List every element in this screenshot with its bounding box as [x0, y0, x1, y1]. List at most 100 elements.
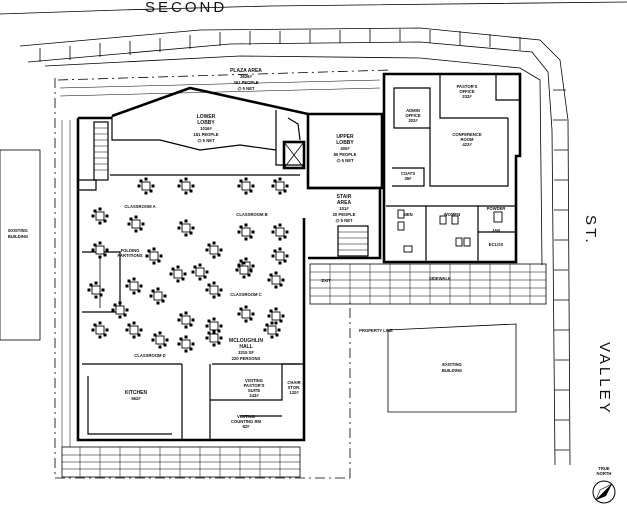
table-chair	[219, 288, 223, 292]
table-chair	[270, 335, 274, 339]
lower-lobby-roof	[111, 86, 309, 118]
table-chair	[93, 323, 97, 327]
hall-type: HALL	[239, 344, 252, 350]
lower-lobby-inner	[111, 116, 277, 151]
sidewalk-right-hatch	[553, 89, 569, 451]
table-chair	[239, 225, 243, 229]
table-chair	[176, 279, 180, 283]
table-chair	[274, 321, 278, 325]
table-chair	[239, 179, 243, 183]
table-chair	[153, 333, 157, 337]
table-chair	[158, 345, 162, 349]
table-chair	[134, 215, 138, 219]
upper-lobby-outline	[306, 112, 384, 190]
table-chair	[217, 293, 221, 297]
table-chair	[177, 318, 181, 322]
table-chair	[212, 295, 216, 299]
table-chair	[98, 241, 102, 245]
hall-sf: 3315 SF	[238, 350, 254, 355]
table-chair	[99, 293, 103, 297]
table-chair	[184, 219, 188, 223]
table-chair	[249, 268, 253, 272]
table-chair	[217, 253, 221, 257]
table-chair	[278, 177, 282, 181]
table-chair	[94, 295, 98, 299]
table-chair	[189, 347, 193, 351]
table-chair	[101, 288, 105, 292]
banquet-table	[149, 287, 167, 305]
table-chair	[278, 261, 282, 265]
table-chair	[244, 305, 248, 309]
table-chair	[179, 221, 183, 225]
north-label-2: NORTH	[597, 471, 612, 476]
table-chair	[278, 237, 282, 241]
table-chair	[278, 247, 282, 251]
office-wall-conference-top	[439, 74, 508, 119]
table-chair	[91, 214, 95, 218]
table-chair	[165, 338, 169, 342]
hall-persons: 220 PERSONS	[232, 356, 261, 361]
table-chair	[237, 184, 241, 188]
lobby-stair	[287, 117, 301, 141]
table-chair	[105, 328, 109, 332]
table-chair	[277, 328, 281, 332]
table-chair	[281, 278, 285, 282]
men-label: MEN	[403, 212, 412, 217]
table-chair	[271, 230, 275, 234]
table-chair	[118, 301, 122, 305]
banquet-table	[205, 317, 223, 335]
stair-area-outline	[308, 186, 382, 260]
table-chair	[244, 191, 248, 195]
lower-lobby-net: @ 5 NET	[197, 138, 215, 143]
elevator-x	[283, 141, 305, 169]
stair-area-people: 20 PEOPLE	[333, 212, 356, 217]
table-chair	[281, 314, 285, 318]
lower-lobby-right	[275, 110, 304, 166]
table-chair	[279, 319, 283, 323]
table-chair	[207, 331, 211, 335]
table-chair	[152, 247, 156, 251]
table-chair	[91, 248, 95, 252]
table-chair	[283, 235, 287, 239]
table-chair	[181, 277, 185, 281]
table-chair	[244, 223, 248, 227]
upper-lobby-sf: 400#	[340, 146, 350, 151]
table-chair	[251, 184, 255, 188]
table-chair	[269, 309, 273, 313]
existing-building-left	[0, 149, 41, 341]
table-chair	[139, 179, 143, 183]
plaza-area-sf: 3626#	[240, 74, 252, 79]
table-chair	[184, 325, 188, 329]
banquet-table	[237, 177, 255, 195]
sidewalk-top-hatch	[39, 29, 521, 62]
restroom-dividers	[425, 206, 516, 262]
table-chair	[212, 281, 216, 285]
table-chair	[161, 299, 165, 303]
hall-name: MCLOUGHLIN	[229, 338, 263, 344]
banquet-table	[151, 331, 169, 349]
table-chair	[251, 230, 255, 234]
banquet-table	[125, 321, 143, 339]
conference-room-3: 422#	[462, 142, 472, 147]
table-chair	[147, 249, 151, 253]
kitchen-sf: 562#	[131, 396, 141, 401]
banquet-table	[237, 305, 255, 323]
jan-label: JAN	[492, 228, 500, 233]
table-chair	[207, 283, 211, 287]
table-chair	[183, 272, 187, 276]
stair-area-stair	[337, 225, 369, 257]
table-chair	[239, 259, 243, 263]
table-chair	[177, 342, 181, 346]
table-chair	[184, 349, 188, 353]
table-chair	[176, 265, 180, 269]
table-chair	[205, 324, 209, 328]
table-chair	[177, 226, 181, 230]
table-chair	[205, 288, 209, 292]
table-chair	[191, 226, 195, 230]
table-chair	[149, 294, 153, 298]
table-chair	[270, 321, 274, 325]
admin-office-2: OFFICE	[405, 113, 421, 118]
table-chair	[205, 248, 209, 252]
table-chair	[207, 243, 211, 247]
